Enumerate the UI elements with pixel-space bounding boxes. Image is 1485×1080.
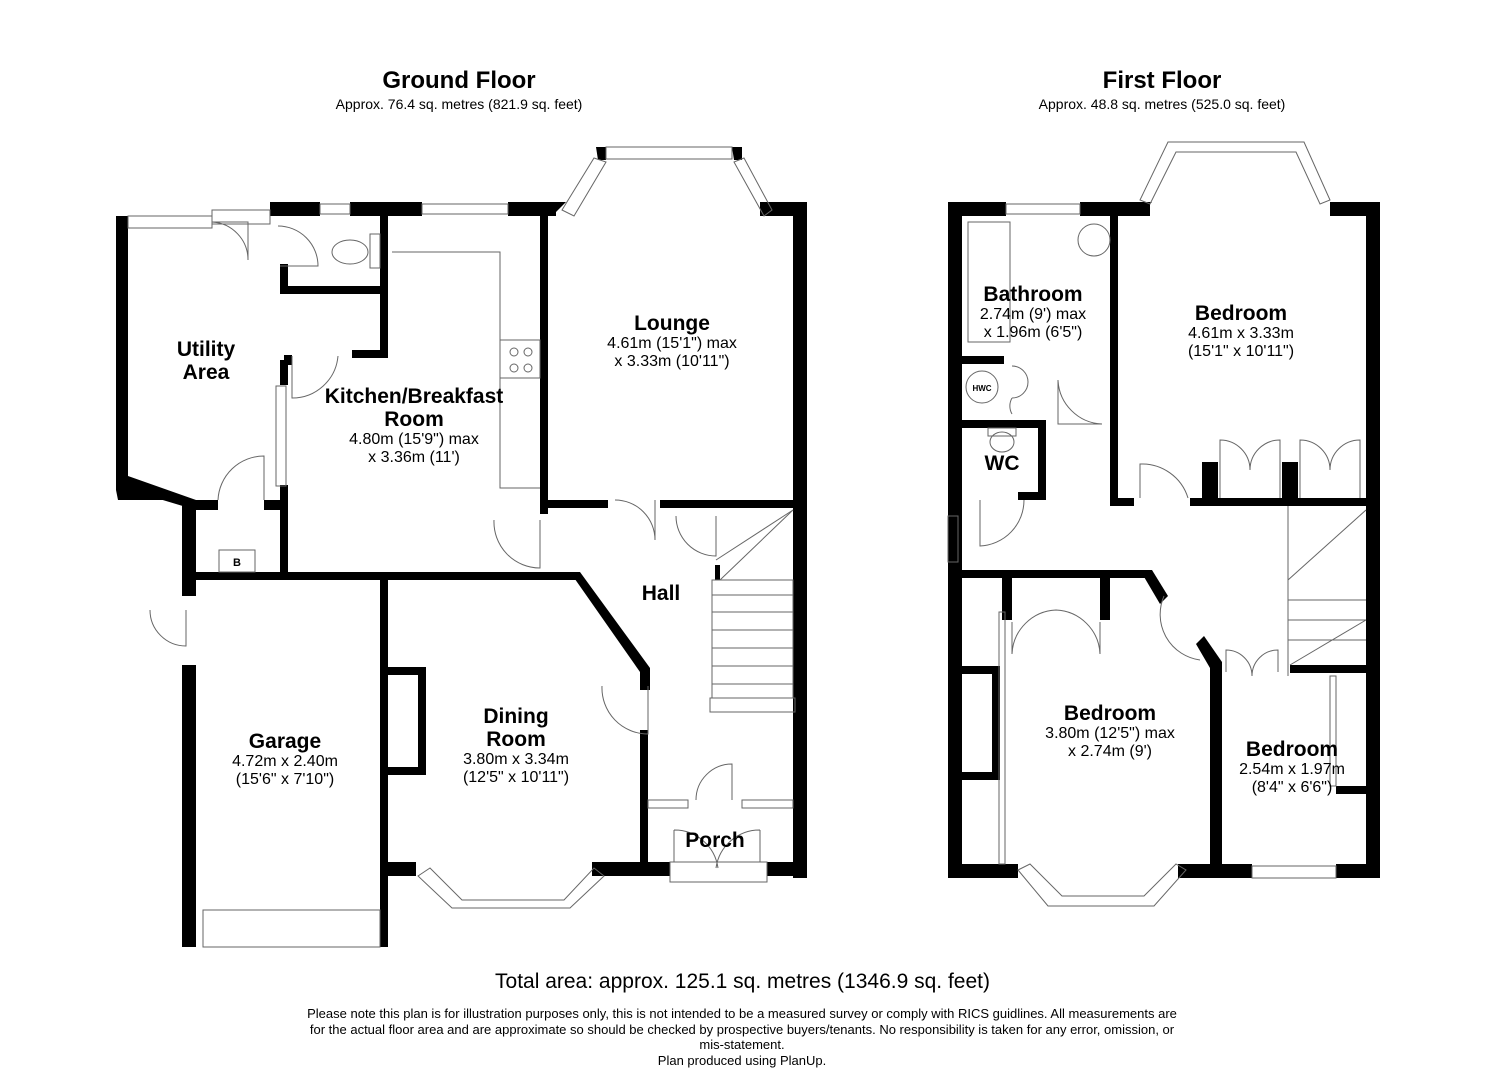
total-area: Total area: approx. 125.1 sq. metres (13… — [495, 970, 990, 993]
room-bedroom-1: Bedroom 4.61m x 3.33m (15'1" x 10'11") — [1187, 302, 1295, 360]
ground-floor-fixtures — [127, 146, 796, 948]
ground-floor-heading: Ground Floor Approx. 76.4 sq. metres (82… — [259, 67, 659, 113]
ground-floor-walls — [116, 147, 807, 947]
first-floor-area: Approx. 48.8 sq. metres (525.0 sq. feet) — [1038, 96, 1286, 112]
produced-by: Plan produced using PlanUp. — [657, 1052, 827, 1068]
disclaimer: Please note this plan is for illustratio… — [242, 1006, 1242, 1068]
room-bathroom: Bathroom 2.74m (9') max x 1.96m (6'5") — [979, 283, 1087, 341]
room-garage: Garage 4.72m x 2.40m (15'6" x 7'10") — [232, 730, 338, 788]
room-wc: WC — [984, 452, 1020, 475]
ground-floor-title: Ground Floor — [382, 67, 536, 94]
first-floor-title: First Floor — [1102, 67, 1222, 94]
first-floor-fixtures: HWC — [947, 141, 1367, 907]
room-dining-room: Dining Room 3.80m x 3.34m (12'5" x 10'11… — [462, 705, 570, 786]
room-lounge: Lounge 4.61m (15'1") max x 3.33m (10'11"… — [607, 312, 737, 370]
room-porch: Porch — [685, 829, 745, 852]
boiler-label: B — [233, 557, 241, 569]
first-floor-heading: First Floor Approx. 48.8 sq. metres (525… — [962, 67, 1362, 113]
room-kitchen-breakfast: Kitchen/Breakfast Room 4.80m (15'9") max… — [324, 385, 504, 466]
room-hall: Hall — [641, 582, 681, 605]
ground-floor-area: Approx. 76.4 sq. metres (821.9 sq. feet) — [335, 96, 583, 112]
room-utility-area: Utility Area — [176, 338, 236, 384]
first-floor-walls — [948, 202, 1380, 878]
room-bedroom-2: Bedroom 3.80m (12'5") max x 2.74m (9') — [1045, 702, 1175, 760]
room-bedroom-3: Bedroom 2.54m x 1.97m (8'4" x 6'6") — [1239, 738, 1345, 796]
svg-text:HWC: HWC — [972, 384, 991, 393]
